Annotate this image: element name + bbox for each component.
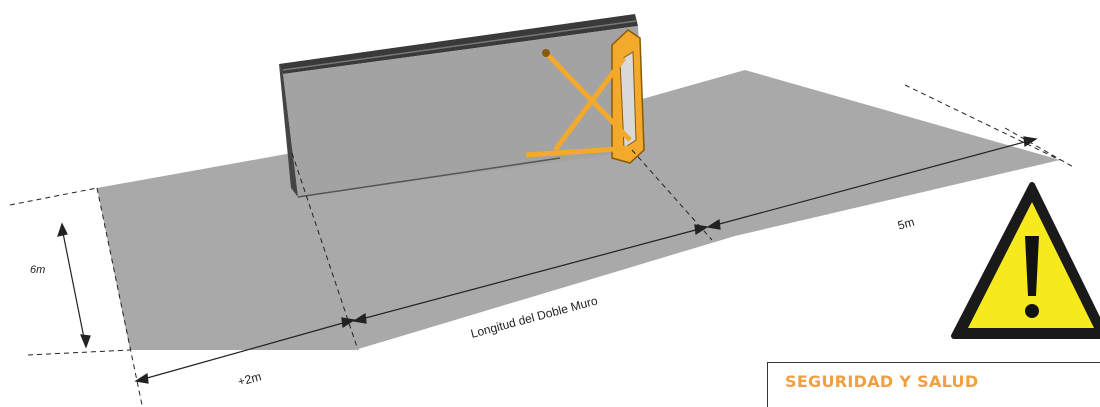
guide-right-end [1004,127,1076,169]
safety-section-header: SEGURIDAD Y SALUD [767,362,1100,407]
brace-diagonal-a [544,51,632,142]
height-arrow-top [57,222,68,237]
guide-wall-end [631,149,713,241]
dimension-guides [9,84,1076,406]
brace-pin [542,49,550,57]
height-dimension-line [61,227,86,344]
brace-diagonal-b [553,56,626,152]
height-label: 6m [30,264,45,276]
wall-base-line [297,157,561,198]
guide-top-right [904,84,1061,161]
brace-base-arm [525,145,633,158]
length-arrow-right [694,224,709,236]
wall-support-brace [525,29,645,164]
extra-length-label: +2m [236,369,263,389]
extra-arrow-left [134,372,149,384]
length-arrow-left [352,312,367,324]
guide-bottom-left [27,349,131,356]
clearance-label: 5m [896,215,916,233]
length-dimension-line [357,227,704,321]
guide-top-left [9,187,98,206]
warning-triangle-icon [951,182,1100,339]
clearance-dimension-line [711,139,1033,227]
wall-side-edge [279,64,298,197]
wall-top-edge [279,14,638,74]
height-arrow-bottom [80,334,91,349]
extra-arrow-right [341,317,356,329]
guide-left-edge [96,187,143,406]
guide-wall-start [291,152,359,351]
safety-title: SEGURIDAD Y SALUD [785,372,979,391]
wall-top-highlight [282,20,637,71]
clearance-arrow-right [1023,136,1038,148]
brace-inner-cut [619,51,637,149]
extra-dimension-line [139,320,351,381]
dimension-lines [57,136,1038,384]
clearance-arrow-left [706,218,721,230]
ground-area [97,70,1060,350]
